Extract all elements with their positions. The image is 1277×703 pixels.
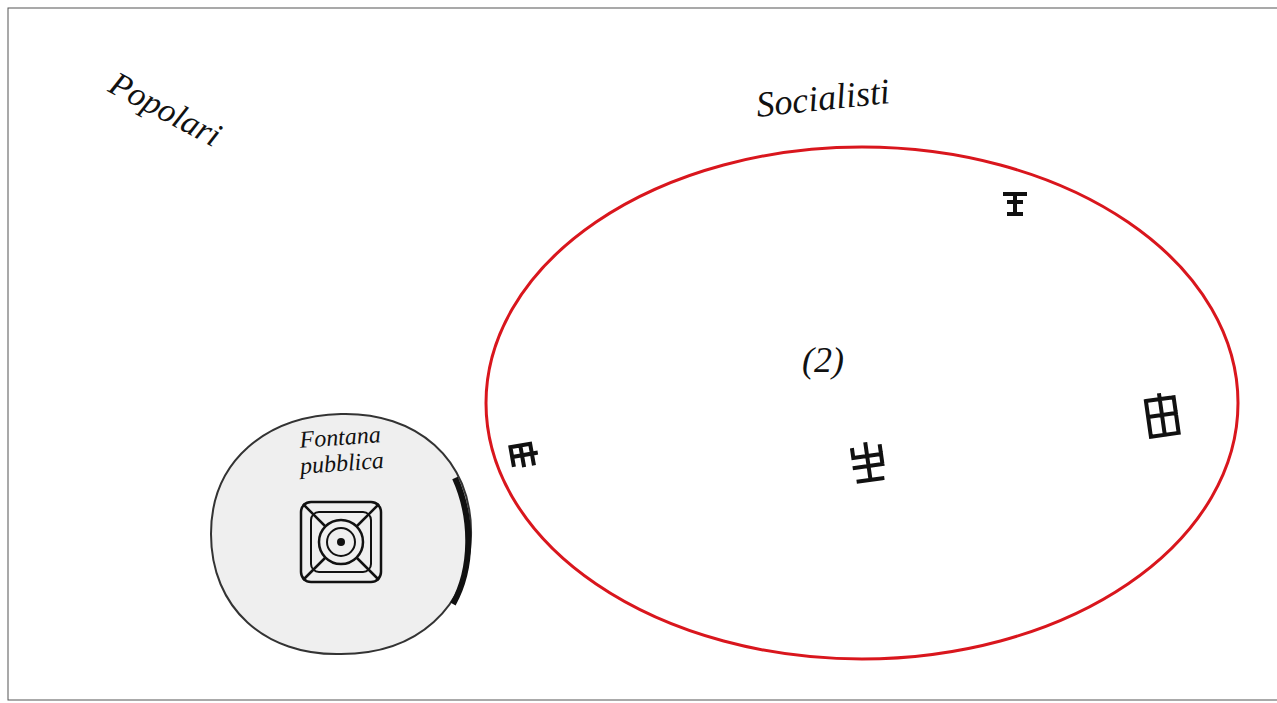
cross-symbol — [1145, 393, 1178, 437]
fountain-circle: Fontana pubblica — [205, 408, 477, 660]
group-heading: Socialisti — [754, 72, 891, 125]
fountain-jet — [337, 538, 345, 546]
place-label: Fontana pubblica — [259, 418, 422, 482]
party-ellipse-outline — [484, 145, 1240, 661]
callout-number: (2) — [802, 341, 844, 381]
cross-symbol — [1005, 194, 1025, 214]
fountain-inner — [327, 528, 355, 556]
page-frame — [8, 8, 1277, 700]
fountain-spokes — [303, 504, 379, 580]
cross-symbol — [852, 442, 885, 482]
fountain-symbol — [301, 502, 381, 582]
fountain-basin — [301, 502, 381, 582]
ellipse-outline — [486, 147, 1238, 659]
fountain-bowl — [319, 520, 363, 564]
circle-outline — [211, 414, 471, 654]
cross-symbol — [510, 443, 537, 467]
party-ellipse: Socialisti(2) — [484, 145, 1240, 661]
circle-shadow — [453, 478, 468, 604]
group-label: Popolari — [103, 64, 228, 154]
cross-symbols — [510, 194, 1178, 482]
